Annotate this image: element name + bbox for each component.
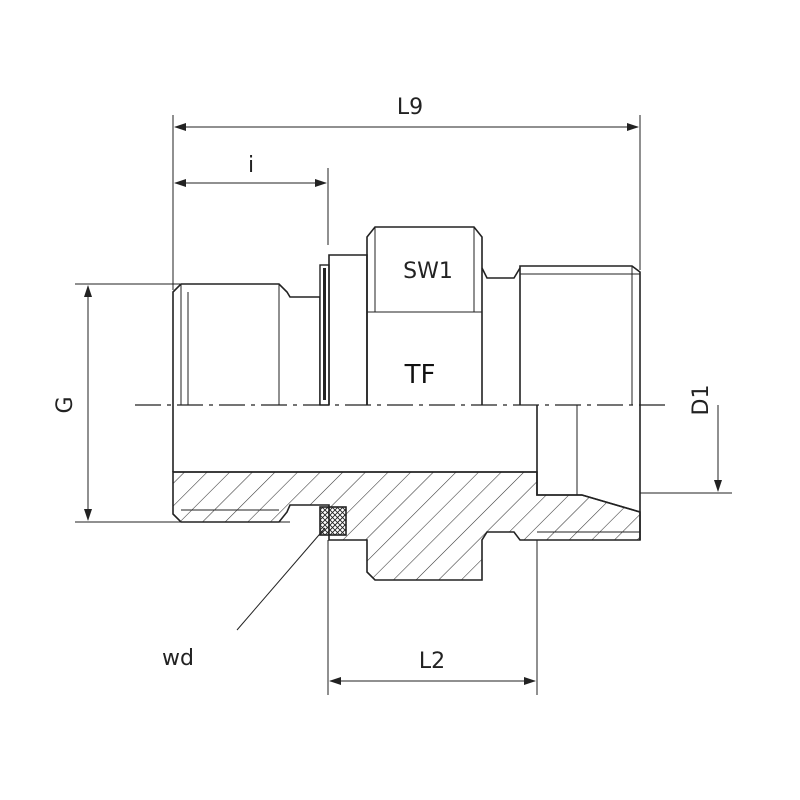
label-l9: L9: [397, 95, 423, 120]
fitting-upper-view: [172, 226, 641, 406]
fitting-lower-section: [172, 405, 641, 581]
label-g: G: [53, 396, 78, 413]
seal-wd-section: [319, 506, 347, 536]
leader-wd: [236, 527, 326, 631]
label-i: i: [248, 153, 254, 178]
label-d1: D1: [689, 385, 714, 416]
label-sw1: SW1: [403, 259, 453, 284]
label-l2: L2: [419, 649, 445, 674]
label-tf: TF: [404, 360, 436, 390]
label-wd: wd: [162, 646, 194, 671]
